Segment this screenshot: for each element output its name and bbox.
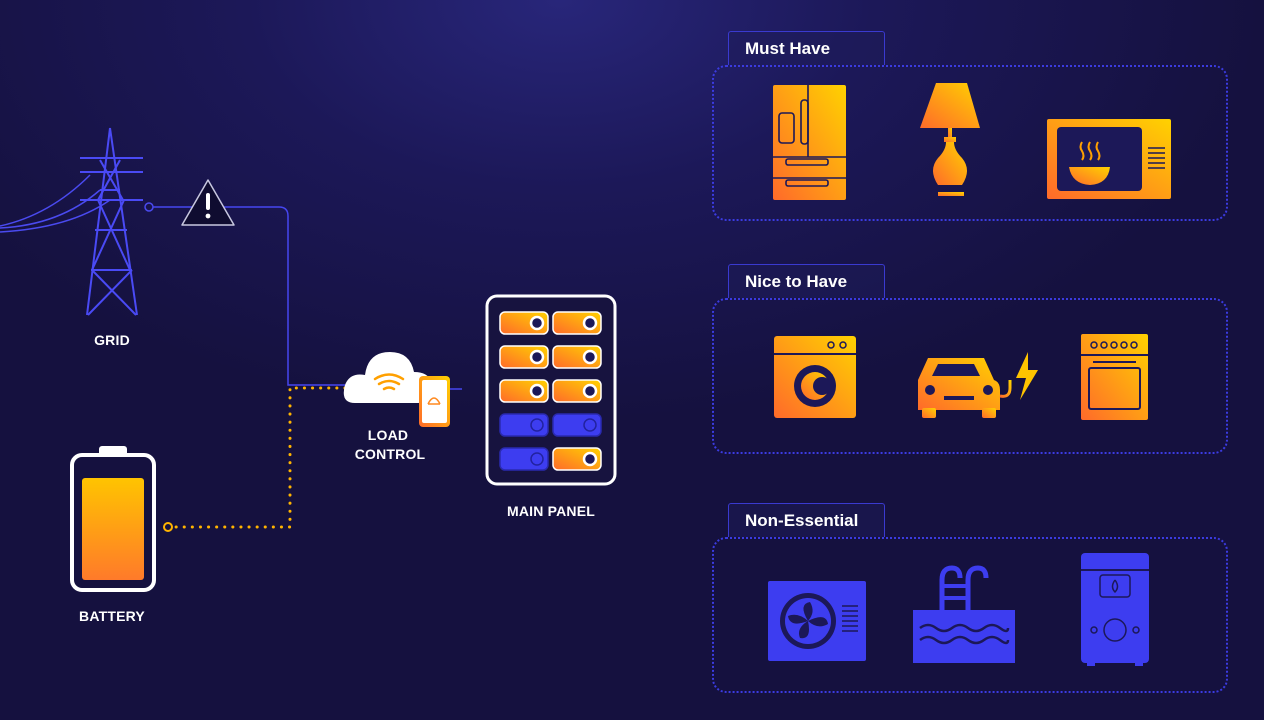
- connection-node: [144, 202, 154, 212]
- load-control-label-2: CONTROL: [354, 446, 426, 462]
- breaker-toggle-on[interactable]: [499, 379, 549, 403]
- battery-node: [163, 522, 173, 532]
- breaker-toggle-on[interactable]: [552, 345, 602, 369]
- main-panel: [485, 294, 617, 486]
- main-panel-label: MAIN PANEL: [506, 503, 596, 519]
- transmission-tower-icon: [80, 127, 143, 316]
- oven-icon: [1081, 334, 1148, 420]
- pool-icon: [913, 565, 1015, 663]
- air-conditioner-icon: [768, 581, 866, 661]
- category-must-have-box: [712, 65, 1228, 221]
- power-lines: [0, 174, 111, 233]
- breaker-toggle-off[interactable]: [552, 413, 602, 437]
- breaker-toggle-on[interactable]: [552, 379, 602, 403]
- breaker-toggle-on[interactable]: [499, 345, 549, 369]
- phone-icon: [419, 376, 450, 427]
- grid-line: [153, 206, 345, 386]
- washing-machine-icon: [774, 336, 856, 418]
- load-control-label-1: LOAD: [367, 427, 409, 443]
- water-heater-icon: [1081, 553, 1149, 666]
- warning-icon: [181, 179, 235, 226]
- category-non-essential-box: [712, 537, 1228, 693]
- battery-label: BATTERY: [79, 608, 145, 624]
- breaker-toggle-on[interactable]: [499, 311, 549, 335]
- breaker-toggle-off[interactable]: [499, 413, 549, 437]
- breaker-toggle-off[interactable]: [499, 447, 549, 471]
- lamp-icon: [920, 83, 980, 196]
- breaker-toggle-on[interactable]: [552, 311, 602, 335]
- category-must-have-title: Must Have: [728, 31, 885, 65]
- battery-icon: [70, 446, 156, 592]
- category-nice-to-have-box: [712, 298, 1228, 454]
- breaker-toggle-on[interactable]: [552, 447, 602, 471]
- cloud-icon: [343, 352, 432, 403]
- electric-car-icon: [918, 352, 1038, 418]
- category-nice-to-have-title: Nice to Have: [728, 264, 885, 298]
- category-non-essential-title: Non-Essential: [728, 503, 885, 537]
- grid-label: GRID: [94, 332, 130, 348]
- battery-line: [170, 386, 347, 529]
- microwave-icon: [1047, 119, 1171, 199]
- refrigerator-icon: [773, 85, 846, 200]
